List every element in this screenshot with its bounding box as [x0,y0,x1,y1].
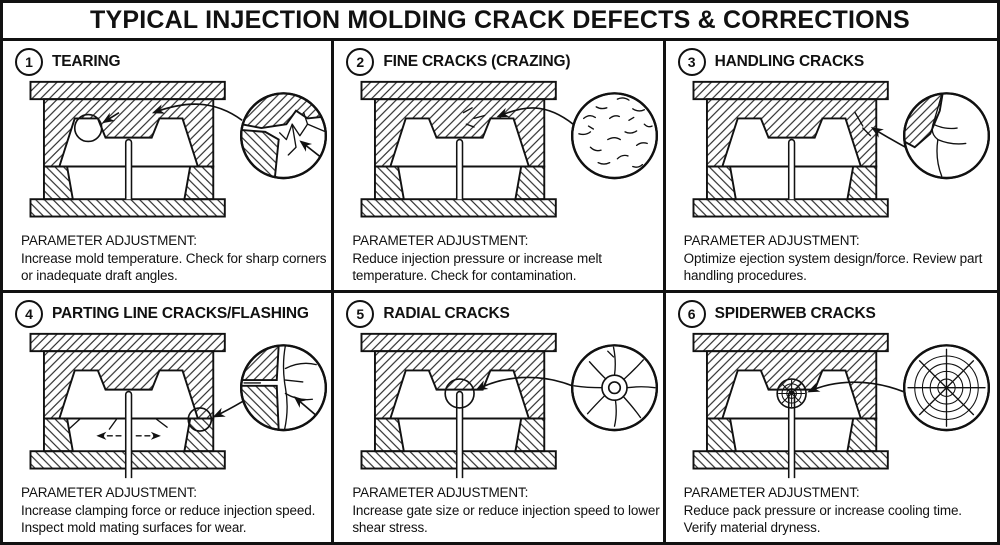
panel-number-badge: 1 [15,48,43,76]
panel-number-badge: 4 [15,300,43,328]
panel-handling-cracks: 3 HANDLING CRACKS [665,41,997,293]
magnifier-leader-line [151,103,243,121]
panel-number-badge: 5 [346,300,375,328]
mold-diagram-parting-line [29,332,327,479]
defect-location-marker [187,407,213,432]
adjustment-heading: PARAMETER ADJUSTMENT: [21,233,197,248]
page-title: TYPICAL INJECTION MOLDING CRACK DEFECTS … [90,6,910,34]
panel-header: 4 PARTING LINE CRACKS/FLASHING [3,293,331,330]
panel-fine-cracks: 2 FINE CRACKS (CRAZING) [334,41,666,293]
defect-location-marks [463,107,486,128]
caption: PARAMETER ADJUSTMENT: Increase mold temp… [3,230,331,284]
defect-location-marker [444,378,476,409]
adjustment-text: Reduce injection pressure or increase me… [352,251,602,283]
panel-title: HANDLING CRACKS [714,53,865,70]
mold-cross-section [29,80,226,218]
caption: PARAMETER ADJUSTMENT: Reduce pack pressu… [666,482,997,536]
panel-grid: 1 TEARING [3,38,997,542]
mold-diagram-radial [360,332,659,479]
adjustment-text: Optimize ejection system design/force. R… [683,251,983,283]
caption: PARAMETER ADJUSTMENT: Increase clamping … [3,482,331,536]
panel-header: 2 FINE CRACKS (CRAZING) [334,41,662,78]
panel-header: 1 TEARING [3,41,331,78]
panel-tearing: 1 TEARING [3,41,335,293]
panel-number-badge: 3 [677,48,706,76]
panel-header: 3 HANDLING CRACKS [666,41,997,78]
adjustment-text: Increase gate size or reduce injection s… [352,503,660,535]
defect-location-marks [854,111,871,137]
mold-cross-section [692,80,889,218]
magnifier-leader-line [475,376,573,391]
panel-radial-cracks: 5 RADIAL CRACKS [334,293,666,542]
adjustment-heading: PARAMETER ADJUSTMENT: [683,233,860,248]
panel-header: 6 SPIDERWEB CRACKS [666,293,997,330]
panel-title: RADIAL CRACKS [383,305,510,322]
panel-title: PARTING LINE CRACKS/FLASHING [52,305,309,322]
adjustment-heading: PARAMETER ADJUSTMENT: [352,485,529,500]
tearing-crack-icon [240,92,327,180]
panel-header: 5 RADIAL CRACKS [334,293,662,330]
mold-diagram-spiderweb [692,332,990,479]
parting-line-crack-marks [69,417,168,430]
panel-title: FINE CRACKS (CRAZING) [383,53,571,70]
defect-arrow [102,111,120,124]
adjustment-heading: PARAMETER ADJUSTMENT: [352,233,529,248]
caption: PARAMETER ADJUSTMENT: Optimize ejection … [666,230,997,284]
adjustment-heading: PARAMETER ADJUSTMENT: [21,485,197,500]
caption: PARAMETER ADJUSTMENT: Increase gate size… [334,482,662,536]
adjustment-text: Increase mold temperature. Check for sha… [21,251,327,283]
panel-number-badge: 2 [346,48,375,76]
mold-cross-section [360,80,558,218]
defect-location-marker [73,113,103,143]
panel-title: SPIDERWEB CRACKS [714,305,876,322]
magnifier-leader-line [806,381,904,393]
panel-title: TEARING [52,53,121,70]
mold-cross-section [29,332,226,479]
adjustment-text: Increase clamping force or reduce inject… [21,503,316,535]
panel-parting-line-cracks: 4 PARTING LINE CRACKS/FLASHING [3,293,335,542]
caption: PARAMETER ADJUSTMENT: Reduce injection p… [334,230,662,284]
defect-location-marker [776,378,807,409]
spiderweb-cracks-icon [902,344,990,432]
mold-diagram-tearing [29,80,327,218]
adjustment-heading: PARAMETER ADJUSTMENT: [683,485,860,500]
radial-cracks-icon [571,344,659,432]
magnifier-leader-line [212,400,244,418]
panel-spiderweb-cracks: 6 SPIDERWEB CRACKS [665,293,997,542]
mold-diagram-crazing [360,80,659,218]
magnifier-leader-line [496,107,574,125]
title-band: TYPICAL INJECTION MOLDING CRACK DEFECTS … [3,3,997,38]
adjustment-text: Reduce pack pressure or increase cooling… [683,503,962,535]
mold-diagram-handling [692,80,990,218]
mold-cross-section [360,332,558,479]
mold-cross-section [692,332,889,479]
crazing-cracks-icon [571,92,659,180]
handling-crack-icon [902,92,990,180]
parting-line-crack-icon [240,344,327,432]
panel-number-badge: 6 [677,300,706,328]
